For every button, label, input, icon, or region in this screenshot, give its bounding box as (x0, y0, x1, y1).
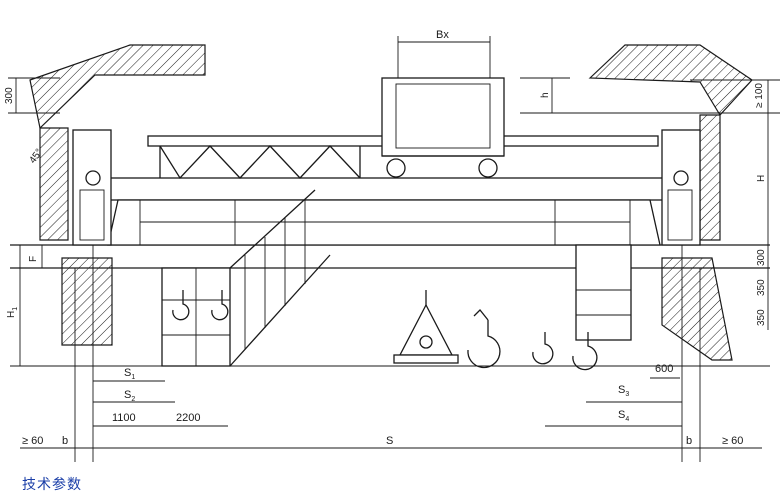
stair-rail-lower (229, 254, 331, 367)
bridge-girder (74, 177, 696, 246)
hook-small (572, 332, 598, 371)
right-column-hatch (699, 114, 721, 241)
dim-2200: 2200 (176, 412, 200, 424)
left-wheel (85, 170, 101, 186)
label-s4: S4 (618, 409, 629, 423)
dim-60-left: ≥ 60 (22, 435, 43, 447)
dim-350-b: 350 (756, 309, 767, 326)
label-s: S (386, 435, 393, 447)
label-bx: Bx (436, 29, 449, 41)
hook-large (467, 309, 501, 369)
right-column-body (575, 244, 632, 341)
trolley-body (381, 77, 505, 157)
label-s1: S1 (124, 367, 135, 381)
dim-1100: 1100 (112, 412, 136, 424)
building-structure (29, 44, 753, 361)
label-h1: H1 (6, 307, 19, 318)
dim-60-right: ≥ 60 (722, 435, 743, 447)
left-column-hatch (39, 127, 69, 241)
label-s2: S2 (124, 389, 135, 403)
label-h-small: h (540, 92, 551, 98)
left-end-carriage (72, 129, 112, 246)
label-b-left: b (62, 435, 68, 447)
hook-medium (532, 332, 554, 365)
dim-300-left: 300 (4, 87, 15, 104)
dim-300-right: 300 (756, 249, 767, 266)
girder-web (107, 199, 661, 246)
label-s3: S3 (618, 384, 629, 398)
right-hoist-column (575, 244, 632, 341)
label-h-big: H (756, 175, 767, 182)
left-corbel-hatch (61, 257, 113, 346)
right-corbel-hatch (661, 257, 733, 361)
dim-350-a: 350 (756, 279, 767, 296)
trolley (381, 77, 505, 178)
right-wheel (673, 170, 689, 186)
end-carriages (72, 129, 701, 246)
dim-100: ≥ 100 (754, 83, 765, 108)
hooks (393, 290, 598, 371)
dim-600: 600 (655, 363, 673, 375)
label-b-right: b (686, 435, 692, 447)
girder-body (74, 177, 696, 201)
left-roof-hatch (29, 44, 206, 130)
right-end-carriage (661, 129, 701, 246)
cab-hook-1 (172, 290, 190, 321)
caption-heading: 技术参数 (22, 477, 82, 493)
dimension-labels: Bx h 300 45° ≥ 100 H 300 350 350 F H1 60… (4, 29, 767, 447)
operator-cab (161, 189, 331, 367)
stair-rail-upper (229, 189, 316, 269)
hook-block-main (393, 290, 459, 364)
trolley-wheel-left (386, 158, 406, 178)
label-f: F (28, 256, 39, 262)
trolley-wheel-right (478, 158, 498, 178)
dimension-lines (15, 36, 769, 462)
cab-hook-2 (211, 290, 229, 321)
